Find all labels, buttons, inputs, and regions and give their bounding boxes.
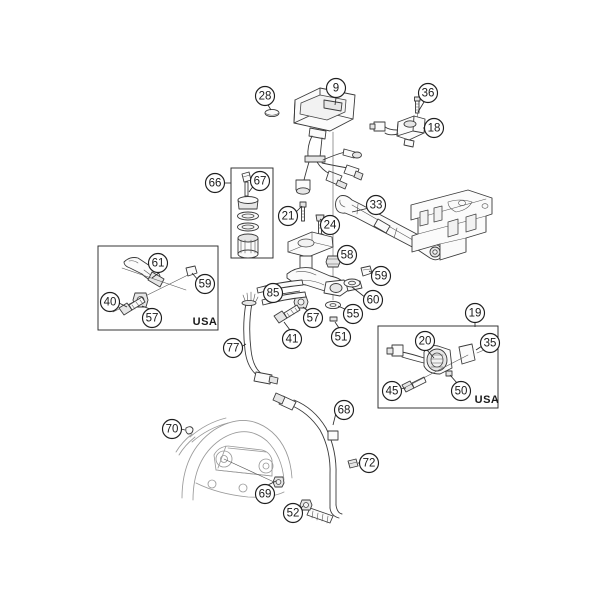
callout-67[interactable]: 67 bbox=[249, 170, 271, 192]
callout-68[interactable]: 68 bbox=[333, 399, 355, 421]
callout-45[interactable]: 45 bbox=[381, 380, 403, 402]
part-51-nut bbox=[329, 316, 338, 322]
callout-51-label: 51 bbox=[335, 332, 348, 344]
part-72-clip bbox=[347, 458, 359, 469]
callout-85-label: 85 bbox=[267, 288, 280, 300]
part-77-wiring-harness bbox=[241, 291, 279, 385]
callout-66-label: 66 bbox=[209, 178, 222, 190]
callout-36[interactable]: 36 bbox=[417, 82, 439, 104]
callout-20-label: 20 bbox=[419, 336, 432, 348]
callout-72-label: 72 bbox=[363, 458, 376, 470]
part-18-connector bbox=[369, 121, 386, 132]
usa-label-left: USA bbox=[193, 316, 218, 328]
callout-77-label: 77 bbox=[227, 343, 240, 355]
part-9-speedometer bbox=[293, 87, 364, 301]
callout-18[interactable]: 18 bbox=[423, 117, 445, 139]
part-9-connector-a bbox=[295, 179, 311, 195]
callout-60-label: 60 bbox=[367, 295, 380, 307]
callout-52[interactable]: 52 bbox=[282, 502, 304, 524]
callout-59-right-label: 59 bbox=[375, 271, 388, 283]
callout-50-label: 50 bbox=[455, 386, 468, 398]
callout-28-label: 28 bbox=[259, 91, 272, 103]
callout-18-label: 18 bbox=[428, 123, 441, 135]
callout-61-label: 61 bbox=[152, 258, 165, 270]
callout-35[interactable]: 35 bbox=[479, 332, 501, 354]
callout-57-left[interactable]: 57 bbox=[141, 307, 163, 329]
callout-69[interactable]: 69 bbox=[254, 483, 276, 505]
callout-21-label: 21 bbox=[282, 211, 295, 223]
callout-70-label: 70 bbox=[166, 424, 179, 436]
part-68-cable bbox=[272, 392, 343, 524]
callout-85[interactable]: 85 bbox=[262, 282, 284, 304]
part-18-sensor bbox=[369, 115, 426, 148]
part-59-collar-right bbox=[360, 265, 373, 277]
part-9-connector-c bbox=[342, 148, 362, 159]
part-52-nut bbox=[299, 499, 313, 511]
callout-60[interactable]: 60 bbox=[362, 289, 384, 311]
callout-40-label: 40 bbox=[104, 297, 117, 309]
callout-58[interactable]: 58 bbox=[336, 244, 358, 266]
callout-24-label: 24 bbox=[324, 220, 337, 232]
callout-45-label: 45 bbox=[386, 386, 399, 398]
callout-57-center-label: 57 bbox=[307, 313, 320, 325]
callout-50[interactable]: 50 bbox=[450, 380, 472, 402]
callout-55[interactable]: 55 bbox=[342, 303, 364, 325]
callout-59-left[interactable]: 59 bbox=[194, 273, 216, 295]
part-55-washer bbox=[325, 300, 341, 310]
callout-bubbles: 28 9 36 18 66 67 bbox=[99, 77, 501, 524]
part-28-seal-ring bbox=[264, 108, 280, 118]
part-69-screw bbox=[272, 476, 285, 488]
callout-41-label: 41 bbox=[286, 334, 299, 346]
callout-59-right[interactable]: 59 bbox=[370, 265, 392, 287]
part-70-grommet bbox=[185, 426, 194, 435]
part-20-connector bbox=[386, 344, 404, 357]
callout-28[interactable]: 28 bbox=[254, 85, 276, 107]
callout-72[interactable]: 72 bbox=[358, 452, 380, 474]
callout-58-label: 58 bbox=[341, 250, 354, 262]
part-66-reservoir-assembly bbox=[237, 196, 259, 259]
callout-55-label: 55 bbox=[347, 309, 360, 321]
callout-59-left-label: 59 bbox=[199, 279, 212, 291]
callout-9-label: 9 bbox=[333, 83, 339, 95]
part-9-connector-b bbox=[325, 170, 348, 190]
callout-77[interactable]: 77 bbox=[222, 337, 244, 359]
callout-20[interactable]: 20 bbox=[414, 330, 436, 352]
callout-19-label: 19 bbox=[469, 308, 482, 320]
callout-66[interactable]: 66 bbox=[204, 172, 226, 194]
usa-group-box-right bbox=[377, 325, 499, 409]
callout-33-label: 33 bbox=[370, 200, 383, 212]
callout-19[interactable]: 19 bbox=[464, 302, 486, 324]
part-67-cap-screw bbox=[241, 171, 252, 197]
callout-61[interactable]: 61 bbox=[147, 252, 169, 274]
callout-57-center[interactable]: 57 bbox=[302, 307, 324, 329]
callout-33[interactable]: 33 bbox=[365, 194, 387, 216]
callout-36-label: 36 bbox=[422, 88, 435, 100]
callout-69-label: 69 bbox=[259, 489, 272, 501]
callout-70[interactable]: 70 bbox=[161, 418, 183, 440]
callout-24[interactable]: 24 bbox=[319, 214, 341, 236]
callout-21[interactable]: 21 bbox=[277, 205, 299, 227]
callout-40[interactable]: 40 bbox=[99, 291, 121, 313]
callout-68-label: 68 bbox=[338, 405, 351, 417]
part-41-bolt bbox=[273, 304, 301, 324]
usa-right-assembly bbox=[386, 343, 485, 393]
usa-group-box-left bbox=[97, 245, 219, 331]
callout-51[interactable]: 51 bbox=[330, 326, 352, 348]
callout-35-label: 35 bbox=[484, 338, 497, 350]
part-21-screw bbox=[299, 201, 307, 222]
part-9-connector-d bbox=[343, 164, 364, 181]
callout-67-label: 67 bbox=[254, 176, 267, 188]
front-fender-outline bbox=[175, 417, 293, 501]
callout-41[interactable]: 41 bbox=[281, 328, 303, 350]
bracket-plate bbox=[410, 189, 493, 261]
callout-9[interactable]: 9 bbox=[325, 77, 347, 99]
usa-label-right: USA bbox=[475, 394, 500, 406]
callout-57-left-label: 57 bbox=[146, 313, 159, 325]
part-60-bushing bbox=[343, 278, 361, 288]
usa-left-assembly bbox=[112, 257, 198, 316]
callout-52-label: 52 bbox=[287, 508, 300, 520]
